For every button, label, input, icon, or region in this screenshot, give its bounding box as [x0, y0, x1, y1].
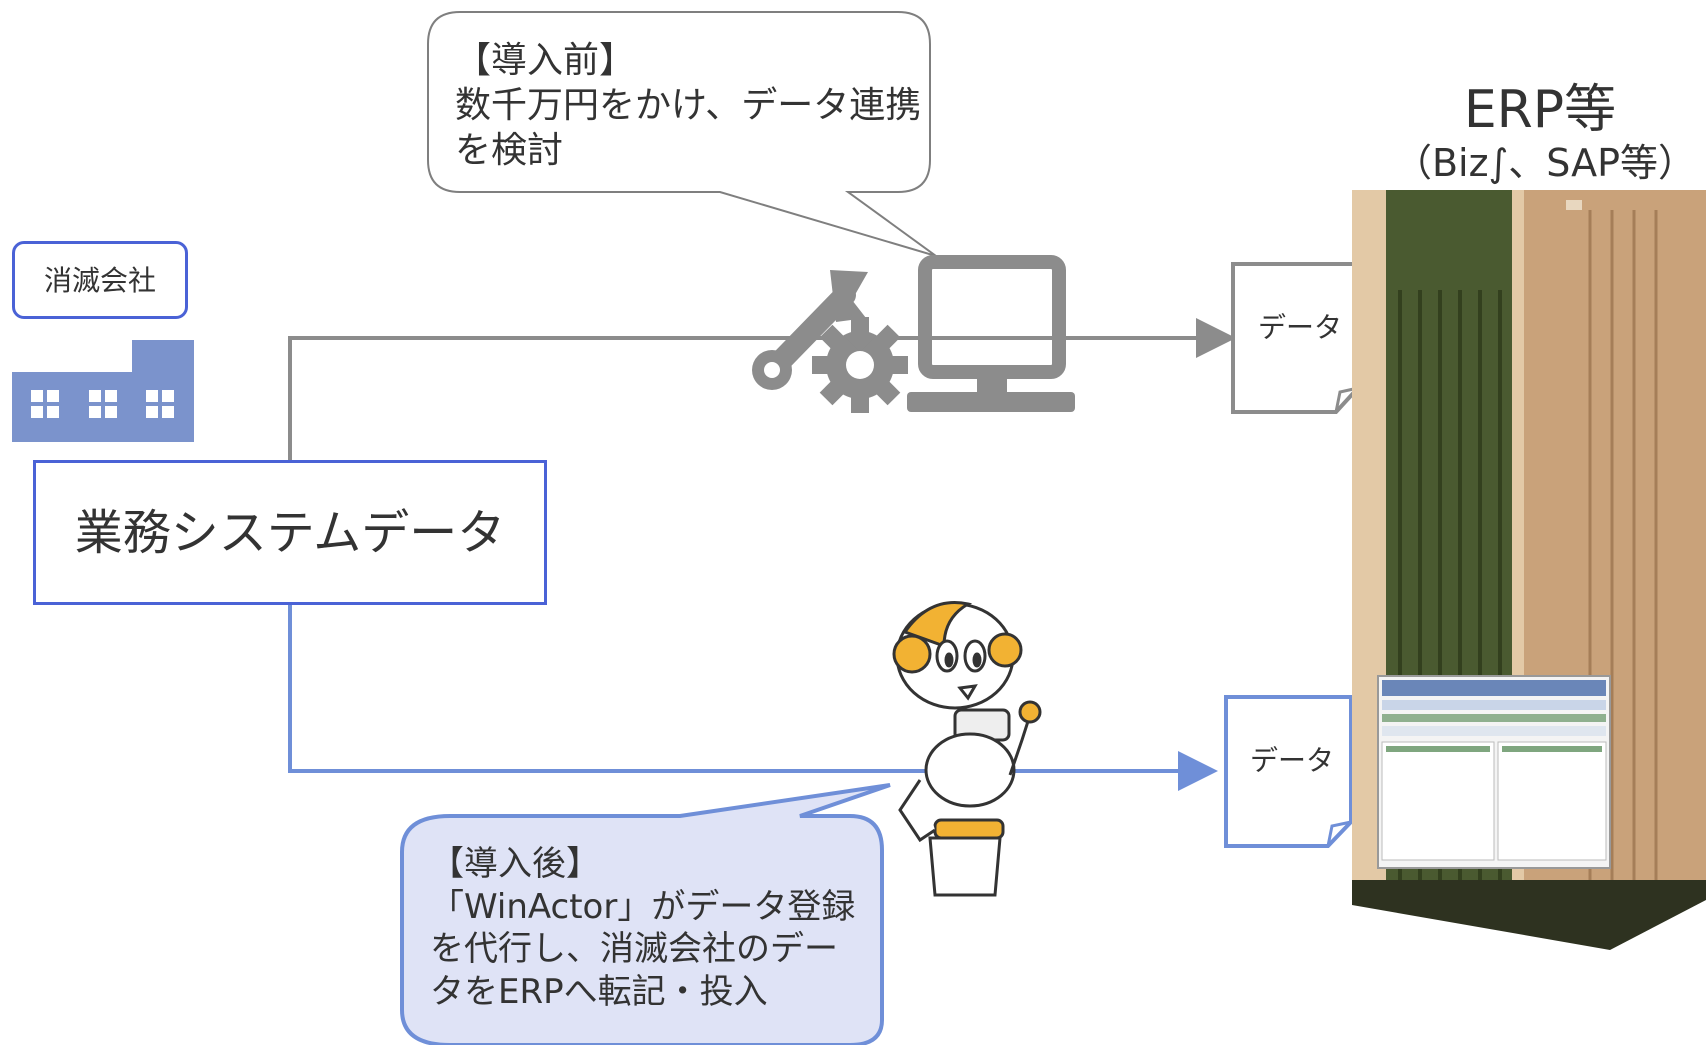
- business-system-data-box: 業務システムデータ: [33, 460, 547, 605]
- computer-monitor-icon: [907, 255, 1075, 412]
- company-label: 消滅会社: [12, 241, 188, 319]
- document-label: データ: [1249, 744, 1334, 777]
- erp-screen-icon: [1377, 675, 1611, 869]
- robot-icon: [892, 601, 1042, 897]
- document-label: データ: [1257, 311, 1342, 344]
- before-speech-bubble: [427, 11, 937, 257]
- document-icon: [1231, 262, 1360, 414]
- erp-subtitle: （Biz∫、SAP等）: [1393, 141, 1697, 185]
- before-line: 【導入前】: [455, 40, 636, 81]
- after-line: を代行し、消滅会社のデー: [430, 929, 838, 969]
- after-line: タをERPへ転記・投入: [430, 971, 768, 1012]
- before-line: を検討: [455, 130, 564, 171]
- after-bubble-text: 【導入後】「WinActor」がデータ登録を代行し、消滅会社のデータをERPへ転…: [430, 843, 855, 1013]
- erp-title: ERP等: [1463, 80, 1617, 140]
- before-line: 数千万円をかけ、データ連携: [455, 85, 922, 126]
- office-building-icon: [12, 340, 194, 442]
- before-bubble-text: 【導入前】数千万円をかけ、データ連携を検討: [455, 38, 921, 173]
- after-flow-line: [288, 605, 1218, 791]
- wrench-gear-icon: [752, 270, 908, 413]
- after-line: 「WinActor」がデータ登録: [430, 886, 856, 927]
- document-icon: [1224, 695, 1353, 848]
- after-line: 【導入後】: [430, 844, 600, 884]
